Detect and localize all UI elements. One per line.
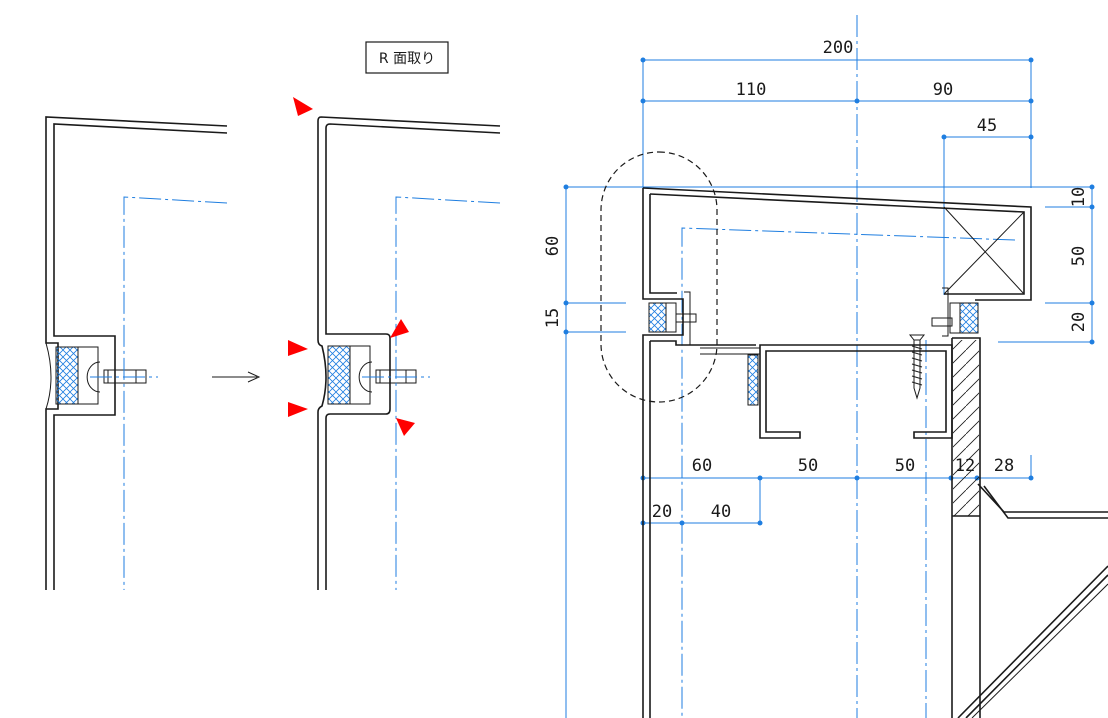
chamfer-marker [288, 340, 308, 356]
detail-before [45, 116, 228, 590]
chamfer-marker [396, 418, 415, 436]
dim-50-vertical: 50 [1069, 246, 1089, 266]
dim-60-vertical: 60 [543, 236, 563, 256]
chamfer-marker [293, 97, 313, 116]
transition-arrow [212, 371, 261, 383]
dim-45: 45 [977, 116, 997, 136]
backer-rod [327, 345, 351, 405]
chamfer-marker [288, 402, 308, 417]
gasket [349, 345, 371, 405]
panel-outline-outer [317, 116, 501, 590]
backer-rod [55, 346, 79, 405]
washer [358, 361, 373, 393]
label-box: R 面取り [365, 41, 449, 74]
dim-20-vertical: 20 [1069, 312, 1089, 332]
hollow-section-cross [943, 206, 1025, 295]
sealant-profile [45, 342, 52, 410]
dim-110: 110 [736, 80, 767, 100]
chamfer-marker [390, 319, 409, 338]
center-line [681, 227, 1016, 718]
panel-profile-outer [642, 187, 1032, 301]
backer-rod [959, 302, 979, 334]
dim-90: 90 [933, 80, 953, 100]
detail-after [288, 97, 501, 590]
panel-outline-inner [53, 123, 228, 590]
bolt [931, 317, 953, 327]
dim-10-vertical: 10 [1069, 187, 1089, 207]
dim-15-vertical: 15 [543, 308, 563, 328]
dimension-lines [565, 59, 1093, 524]
highlight-outline [600, 151, 718, 403]
dim-50-b: 50 [895, 456, 915, 476]
dim-20: 20 [652, 502, 672, 522]
extension-lines [565, 60, 1092, 718]
bolt [675, 313, 697, 323]
backer-rod [648, 302, 667, 333]
dim-60: 60 [692, 456, 712, 476]
gasket [77, 346, 99, 405]
screw [908, 334, 926, 400]
wood-furring [953, 340, 979, 516]
label-text: R 面取り [379, 51, 435, 67]
center-line [395, 196, 501, 590]
dim-200: 200 [823, 38, 854, 58]
dim-40: 40 [711, 502, 731, 522]
panel-profile-inner [649, 193, 1025, 295]
panel-outline-inner [325, 123, 501, 590]
dim-50-a: 50 [798, 456, 818, 476]
gasket [665, 302, 677, 333]
washer [86, 361, 101, 393]
detail-dimensioned: 200 110 90 45 60 15 10 50 20 60 50 50 12… [543, 15, 1108, 718]
steel-channel [759, 344, 953, 439]
dim-28: 28 [994, 456, 1014, 476]
center-line [123, 196, 228, 590]
